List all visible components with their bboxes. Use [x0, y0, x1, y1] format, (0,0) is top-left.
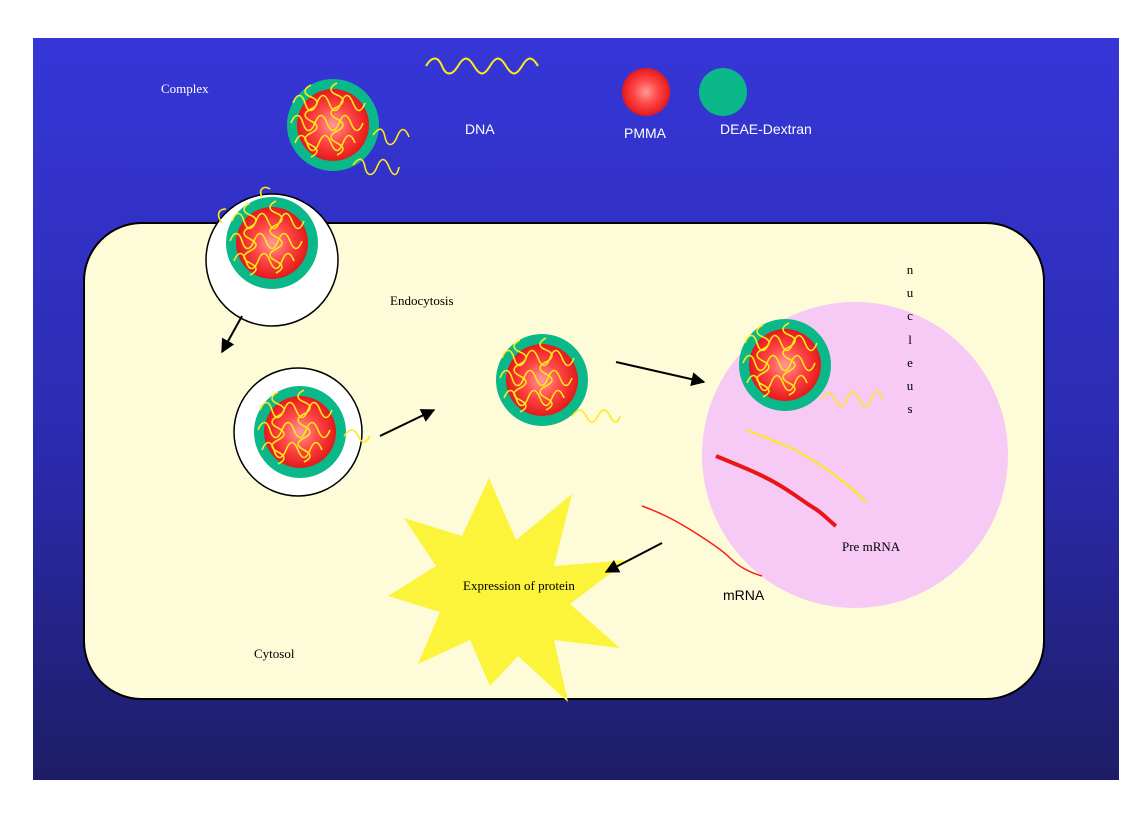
- label-deae-dextran: DEAE-Dextran: [720, 121, 812, 137]
- nucleus-letter: u: [907, 378, 914, 393]
- label-expression: Expression of protein: [463, 578, 575, 593]
- mrna-strand: [641, 505, 763, 577]
- label-mrna: mRNA: [723, 587, 765, 603]
- arrow-to-nucleus: [615, 361, 706, 387]
- label-complex: Complex: [161, 81, 209, 96]
- nucleus-letter: s: [907, 401, 912, 416]
- legend-dextran-sphere: [699, 68, 747, 116]
- arrow-to-expression: [604, 542, 663, 573]
- arrow-endocytosis: [221, 315, 243, 354]
- label-pmma: PMMA: [624, 125, 667, 141]
- label-endocytosis: Endocytosis: [390, 293, 454, 308]
- complex-particle: [286, 78, 410, 176]
- nucleus-letter: n: [907, 262, 914, 277]
- cytosol-vesicle: [233, 367, 371, 497]
- label-pre-mrna: Pre mRNA: [842, 539, 901, 554]
- label-dna: DNA: [465, 121, 495, 137]
- label-nucleus: n u c l e u s: [907, 262, 914, 416]
- endocytosis-vesicle: [205, 186, 339, 327]
- label-cytosol: Cytosol: [254, 646, 295, 661]
- nucleus-letter: l: [908, 332, 912, 347]
- nucleus-letter: e: [907, 355, 913, 370]
- pre-mrna-strand: [715, 454, 838, 528]
- arrow-release: [379, 409, 436, 437]
- legend-pmma-sphere: [622, 68, 670, 116]
- nucleus-letter: u: [907, 285, 914, 300]
- protein-starburst: [388, 478, 628, 702]
- released-particle: [495, 333, 621, 427]
- nuclear-particle: [738, 318, 884, 412]
- nucleus-letter: c: [907, 308, 913, 323]
- legend-dna-strand: [425, 57, 539, 75]
- nuclear-dna-strand: [745, 429, 867, 503]
